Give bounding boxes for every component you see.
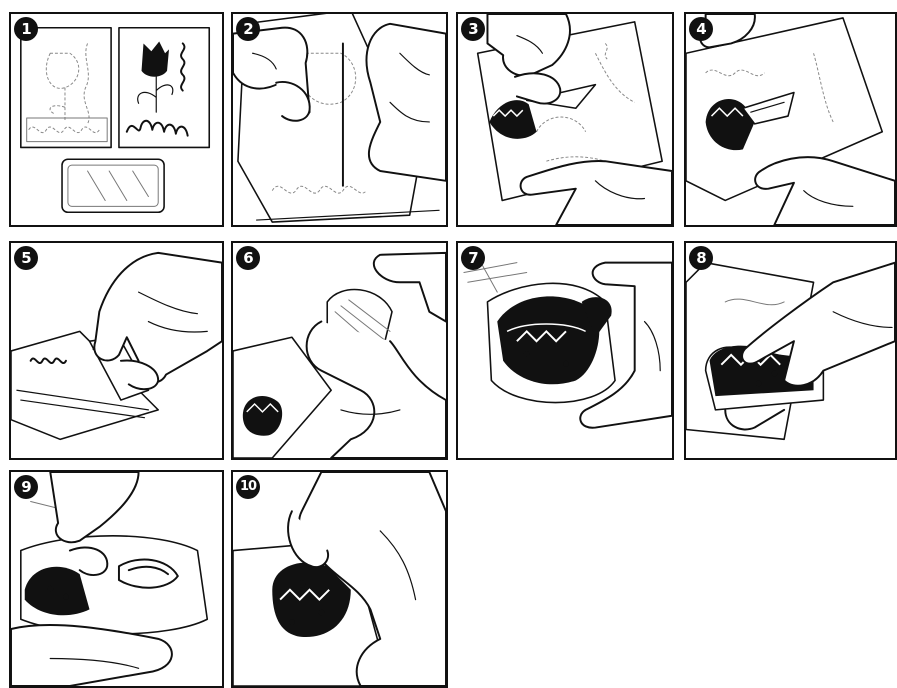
step-number-badge: 9 [14,475,38,499]
step-3-panel: 3 [456,12,674,227]
step-3-illustration [458,14,672,225]
step-10-illustration [233,472,446,686]
step-2-panel: 2 [231,12,448,227]
step-number-badge: 5 [14,246,38,270]
step-number-badge: 7 [461,246,485,270]
step-number-badge: 1 [14,17,38,41]
step-number-badge: 10 [236,475,260,499]
step-5-illustration [11,243,222,458]
step-7-panel: 7 [456,241,674,460]
step-9-illustration [11,472,222,686]
step-1-panel: 1 [9,12,224,227]
step-6-illustration [233,243,446,458]
step-5-panel: 5 [9,241,224,460]
step-8-panel: 8 [684,241,897,460]
step-2-illustration [233,14,446,225]
step-4-illustration [686,14,895,225]
step-number-badge: 6 [236,246,260,270]
step-number-badge: 2 [236,17,260,41]
step-10-panel: 10 [231,470,448,688]
step-number-badge: 8 [689,246,713,270]
step-6-panel: 6 [231,241,448,460]
step-7-illustration [458,243,672,458]
step-1-illustration [11,14,222,225]
step-number-badge: 4 [689,17,713,41]
step-8-illustration [686,243,895,458]
step-number-badge: 3 [461,17,485,41]
step-9-panel: 9 [9,470,224,688]
step-4-panel: 4 [684,12,897,227]
